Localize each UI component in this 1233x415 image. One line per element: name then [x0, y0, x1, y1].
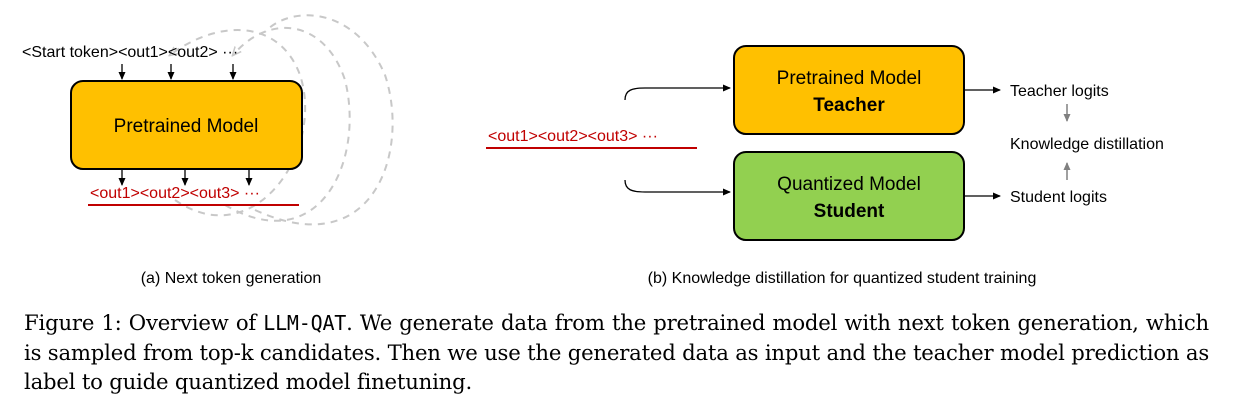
panel-b: <out1><out2><out3> ··· Pretrained Model … — [486, 45, 1164, 287]
caption-code: LLM-QAT — [263, 311, 347, 335]
teacher-box — [733, 45, 965, 135]
knowledge-distillation-label: Knowledge distillation — [1010, 136, 1164, 153]
pretrained-model-label: Pretrained Model — [114, 116, 259, 137]
generated-data-label: <out1><out2><out3> ··· — [488, 128, 658, 145]
input-tokens: <Start token><out1><out2> ··· — [22, 44, 238, 61]
feedback-loop-2 — [224, 26, 351, 222]
teacher-input-arrow — [624, 84, 731, 101]
student-box — [733, 151, 965, 241]
student-input-arrow — [624, 179, 731, 196]
caption-suffix: . We generate data from the pretrained m… — [24, 310, 1209, 394]
student-line1: Quantized Model — [777, 174, 921, 195]
figure-caption: Figure 1: Overview of LLM-QAT. We genera… — [24, 308, 1209, 396]
subcaption-b: (b) Knowledge distillation for quantized… — [648, 270, 1037, 287]
pretrained-model-box — [70, 80, 303, 170]
feedback-loop-3 — [254, 14, 394, 226]
panel-a: <Start token><out1><out2> ··· Pretrained… — [22, 14, 394, 287]
figure-diagram: <Start token><out1><out2> ··· Pretrained… — [22, 14, 1164, 287]
subcaption-a: (a) Next token generation — [141, 270, 322, 287]
teacher-line2: Teacher — [813, 95, 885, 116]
student-logits-label: Student logits — [1010, 189, 1107, 206]
student-line2: Student — [814, 201, 885, 222]
output-tokens: <out1><out2><out3> ··· — [90, 185, 260, 202]
teacher-line1: Pretrained Model — [777, 68, 922, 89]
feedback-loop-1 — [170, 29, 306, 217]
feedback-loops — [170, 14, 394, 226]
caption-prefix: Figure 1: Overview of — [24, 310, 264, 335]
teacher-logits-label: Teacher logits — [1010, 83, 1109, 100]
